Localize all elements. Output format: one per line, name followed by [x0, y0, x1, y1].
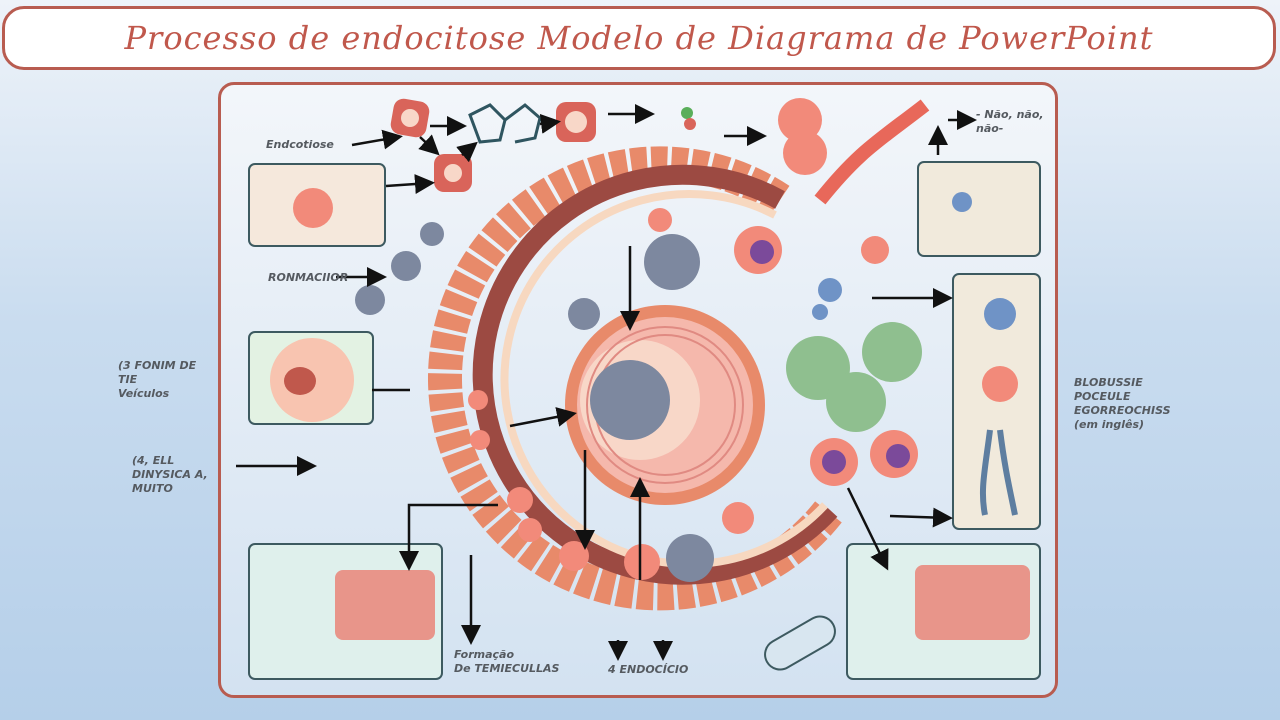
page-title: Processo de endocitose Modelo de Diagram… — [124, 19, 1154, 57]
label-formacao: Formação De TEMIECULLAS — [454, 648, 560, 675]
top-molecules — [390, 98, 930, 205]
process-arrows — [236, 104, 977, 661]
label-left-1: (3 FONIM DE TIE Veículos — [118, 359, 197, 400]
label-endocitose: Endcotiose — [266, 138, 334, 151]
title-bar: Processo de endocitose Modelo de Diagram… — [2, 6, 1276, 70]
spiky-particles — [355, 222, 714, 582]
label-ronmacior: RONMACIIOR — [268, 271, 349, 284]
label-right: BLOBUSSIE POCEULE EGORREOCHISS (em inglê… — [1074, 376, 1171, 431]
label-endocicio: 4 ENDOCÍCIO — [608, 663, 689, 676]
nucleus — [565, 305, 765, 505]
label-left-2: (4, ELL DINYSICA A, MUITO — [132, 454, 208, 495]
purple-cells — [734, 226, 918, 486]
label-nao: - Não, não, não- — [976, 108, 1044, 135]
green-cluster — [786, 278, 922, 432]
vesicles — [468, 98, 889, 580]
